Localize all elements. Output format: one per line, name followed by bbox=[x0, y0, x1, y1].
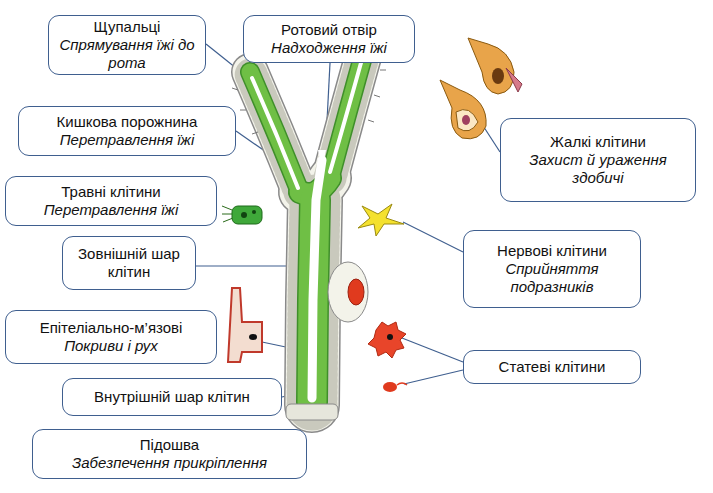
tentacle-spines bbox=[232, 70, 386, 134]
part-name: Жалкі клітини bbox=[550, 133, 646, 151]
stinging-cell-icon bbox=[468, 38, 522, 94]
callout-box: Зовнішній шар клітин bbox=[62, 236, 196, 290]
sperm-cell-icon bbox=[383, 382, 407, 392]
part-name: Щупальці bbox=[94, 18, 161, 36]
callout-box: Ротовий отвірНадходження їжі bbox=[243, 15, 415, 63]
callout-box: Епітеліально-м’язовіПокриви і рух bbox=[5, 310, 217, 364]
epithelial-muscle-cell-icon bbox=[228, 288, 262, 362]
part-name: Ротовий отвір bbox=[281, 21, 377, 39]
part-name: Внутрішній шар клітин bbox=[94, 388, 250, 406]
callout-box: ПідошваЗабезпечення прикріплення bbox=[32, 429, 307, 479]
part-function: Перетравлення їжі bbox=[44, 201, 179, 219]
sole bbox=[286, 404, 338, 420]
leader-lines bbox=[196, 44, 500, 429]
callout-box: Кишкова порожнинаПеретравлення їжі bbox=[18, 106, 236, 156]
part-name: Нервові клітини bbox=[497, 242, 607, 260]
nerve-cell-icon bbox=[358, 204, 404, 236]
mouth-opening bbox=[318, 150, 326, 170]
callout-box: ЩупальціСпрямування їжі до рота bbox=[48, 15, 206, 75]
callout-box: Жалкі клітиниЗахист й ураження здобичі bbox=[500, 118, 696, 202]
callout-box: Нервові клітиниСприйняття подразників bbox=[463, 230, 641, 308]
part-name: Кишкова порожнина bbox=[57, 113, 198, 131]
part-function: Покриви і рух bbox=[64, 337, 158, 355]
gut-cavity bbox=[252, 52, 364, 398]
leader-line bbox=[404, 370, 463, 384]
egg-cell-icon bbox=[368, 322, 406, 358]
part-name: Підошва bbox=[140, 436, 199, 454]
callout-box: Статеві клітини bbox=[463, 350, 641, 384]
digestive-cell-icon bbox=[222, 206, 262, 224]
part-function: Забезпечення прикріплення bbox=[72, 454, 267, 472]
part-name: Зовнішній шар клітин bbox=[69, 245, 189, 281]
part-name: Травні клітини bbox=[61, 183, 161, 201]
leader-line bbox=[402, 338, 463, 362]
part-function: Сприйняття подразників bbox=[470, 260, 634, 296]
egg-cell bbox=[348, 279, 364, 305]
part-function: Надходження їжі bbox=[271, 39, 387, 57]
callout-box: Внутрішній шар клітин bbox=[62, 378, 282, 416]
outer-layer bbox=[250, 46, 366, 405]
part-name: Епітеліально-м’язові bbox=[40, 319, 183, 337]
part-function: Спрямування їжі до рота bbox=[55, 36, 199, 72]
inner-layer-outline bbox=[250, 46, 366, 402]
inner-layer bbox=[250, 46, 366, 402]
leader-line bbox=[196, 265, 290, 266]
callout-box: Травні клітиниПеретравлення їжі bbox=[5, 176, 217, 226]
part-name: Статеві клітини bbox=[499, 358, 606, 376]
part-function: Захист й ураження здобичі bbox=[507, 151, 689, 187]
body-outline bbox=[250, 46, 366, 405]
leader-line bbox=[403, 222, 463, 252]
part-function: Перетравлення їжі bbox=[60, 131, 195, 149]
hydra-body bbox=[250, 46, 366, 405]
outer-cells bbox=[250, 46, 366, 405]
gonad-bump bbox=[328, 262, 368, 322]
stinging-cell-icon bbox=[440, 80, 486, 139]
